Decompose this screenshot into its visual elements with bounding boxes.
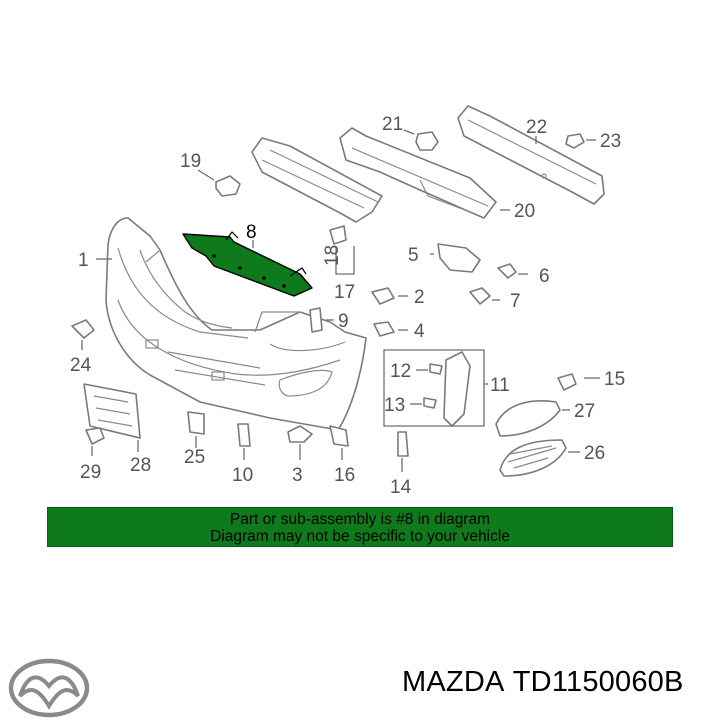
callout-1: 1 [78, 250, 89, 271]
notice-line-2: Diagram may not be specific to your vehi… [210, 528, 510, 545]
callout-29: 29 [80, 462, 101, 483]
part-identifier: MAZDA TD1150060B [402, 666, 684, 699]
callout-5: 5 [408, 245, 419, 266]
callout-17: 17 [334, 282, 355, 303]
leader-lines [81, 129, 600, 472]
callout-numbers: 1 2 3 4 5 6 7 8 9 10 11 12 13 14 15 16 1… [70, 114, 625, 498]
callout-8: 8 [246, 222, 257, 243]
part-8-highlight [182, 231, 313, 297]
callout-25: 25 [184, 447, 205, 468]
diagram-notice-banner: Part or sub-assembly is #8 in diagram Di… [47, 507, 673, 547]
upper-brackets [251, 105, 605, 223]
callout-14: 14 [390, 477, 412, 498]
callout-28: 28 [130, 455, 151, 476]
callout-10: 10 [232, 465, 253, 486]
callout-20: 20 [514, 201, 535, 222]
notice-line-1: Part or sub-assembly is #8 in diagram [229, 511, 491, 528]
part-number: TD1150060B [512, 666, 684, 698]
callout-11: 11 [490, 375, 510, 396]
callout-19: 19 [180, 151, 201, 172]
callout-9: 9 [338, 311, 349, 332]
group-brackets [335, 246, 485, 427]
callout-12: 12 [390, 361, 411, 382]
callout-26: 26 [584, 443, 605, 464]
fasteners [71, 131, 585, 477]
callout-22: 22 [526, 117, 547, 138]
callout-6: 6 [539, 266, 550, 287]
callout-16: 16 [334, 465, 355, 486]
callout-21: 21 [382, 114, 403, 135]
callout-7: 7 [510, 291, 521, 312]
callout-24: 24 [70, 355, 92, 376]
mazda-logo-icon [8, 658, 90, 718]
callout-27: 27 [574, 401, 595, 422]
callout-3: 3 [292, 465, 303, 486]
bumper-cover [105, 217, 367, 431]
callout-2: 2 [414, 287, 425, 308]
callout-18: 18 [322, 245, 343, 266]
callout-4: 4 [414, 321, 425, 342]
callout-23: 23 [600, 131, 621, 152]
callout-13: 13 [384, 395, 405, 416]
brand-name: MAZDA [402, 666, 505, 698]
callout-15: 15 [604, 369, 625, 390]
